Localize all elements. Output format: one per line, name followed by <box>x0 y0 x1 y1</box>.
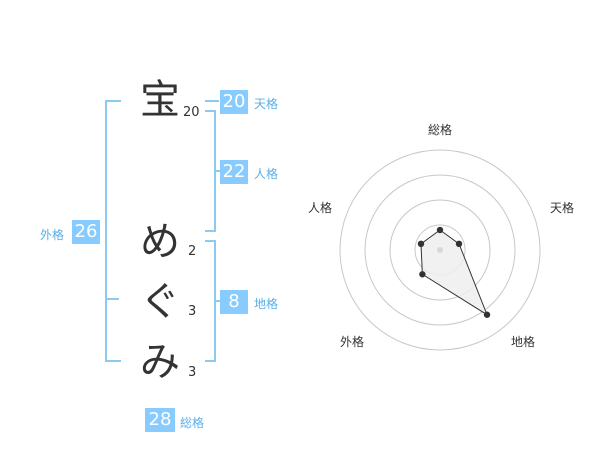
gaikaku-bracket <box>105 100 121 362</box>
stroke-count-4: 3 <box>188 365 197 380</box>
radar-ring-3 <box>389 199 491 301</box>
radar-ring-2 <box>364 174 516 326</box>
radar-point-1 <box>436 226 444 234</box>
gaikaku-bracket-middle-tick <box>105 298 119 300</box>
radar-ring-1 <box>339 149 541 351</box>
radar-point-2 <box>455 240 463 248</box>
name-char-2: め <box>140 219 180 265</box>
radar-label-chikaku: 地格 <box>511 335 536 349</box>
chikaku-label: 地格 <box>254 297 279 311</box>
gaikaku-value: 26 <box>72 220 100 244</box>
radar-point-4 <box>419 271 426 278</box>
soukaku-label: 総格 <box>180 416 205 430</box>
radar-center <box>437 247 443 253</box>
name-char-1: 宝 <box>140 77 180 123</box>
jinkaku-bracket-tick <box>214 170 220 172</box>
radar-label-tenkaku: 天格 <box>550 201 575 215</box>
tenkaku-bracket <box>205 100 219 102</box>
radar-label-gaikaku: 外格 <box>340 335 365 349</box>
chikaku-value: 8 <box>220 290 248 314</box>
stroke-count-2: 2 <box>188 244 197 259</box>
radar-label-jinkaku: 人格 <box>308 201 333 215</box>
jinkaku-value: 22 <box>220 160 248 184</box>
tenkaku-value: 20 <box>220 90 248 114</box>
chikaku-bracket-tick <box>214 300 220 302</box>
name-char-4: み <box>140 339 180 385</box>
radar-point-3 <box>483 311 491 318</box>
stroke-count-3: 3 <box>188 304 197 319</box>
gaikaku-label: 外格 <box>40 228 65 242</box>
radar-polygon <box>420 229 489 316</box>
name-char-3: ぐ <box>140 279 180 325</box>
radar-point-5 <box>417 240 425 248</box>
soukaku-value: 28 <box>145 408 175 432</box>
radar-label-soukaku: 総格 <box>428 123 453 137</box>
tenkaku-label: 天格 <box>254 97 279 111</box>
stroke-count-1: 20 <box>183 105 200 120</box>
jinkaku-label: 人格 <box>254 167 279 181</box>
